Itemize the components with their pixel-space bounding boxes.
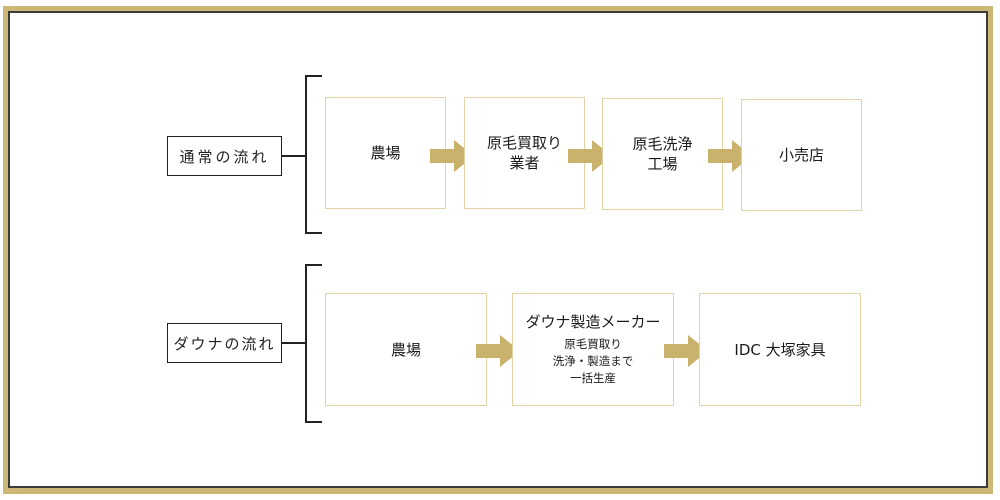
step-subtext-line2: 洗浄・製造まで (552, 354, 634, 368)
step-title: ダウナ製造メーカー (525, 313, 661, 331)
right-arrow-icon (430, 140, 474, 172)
step-text: IDC 大塚家具 (734, 340, 826, 359)
bracket-bottom (305, 421, 322, 423)
step-downa-manufacturer: ダウナ製造メーカー 原毛買取り 洗浄・製造まで 一括生産 (512, 293, 674, 406)
bracket-top (305, 264, 322, 266)
step-subtext-line1: 原毛買取り (564, 337, 622, 351)
downa-flow-label: ダウナの流れ (167, 323, 282, 363)
right-arrow-icon (476, 335, 520, 367)
right-arrow-icon (568, 140, 612, 172)
normal-flow-label-text: 通常の流れ (179, 147, 270, 166)
downa-flow-label-text: ダウナの流れ (173, 334, 276, 353)
step-text-line1: 原毛洗浄 (632, 135, 693, 153)
bracket-vertical (305, 264, 307, 423)
inner-frame (8, 11, 988, 488)
step-text: 農場 (390, 340, 421, 359)
connector-line (282, 155, 307, 157)
connector-line (282, 342, 307, 344)
step-text-line1: 原毛買取り (486, 134, 562, 152)
step-text-line2: 業者 (509, 154, 540, 172)
bracket-top (305, 75, 322, 77)
bracket-vertical (305, 75, 307, 234)
step-subtext: 原毛買取り 洗浄・製造まで 一括生産 (553, 336, 634, 387)
step-wool-washing-factory: 原毛洗浄 工場 (602, 98, 723, 210)
step-text-line2: 工場 (647, 155, 678, 173)
step-retailer: 小売店 (741, 99, 862, 211)
right-arrow-icon (664, 335, 708, 367)
bracket-bottom (305, 232, 322, 234)
step-text: 農場 (370, 144, 401, 162)
step-text: 小売店 (778, 146, 824, 164)
step-subtext-line3: 一括生産 (570, 371, 616, 385)
step-raw-wool-buyer: 原毛買取り 業者 (464, 97, 585, 209)
normal-flow-label: 通常の流れ (167, 136, 282, 176)
step-farm: 農場 (325, 97, 446, 209)
step-idc-otsuka: IDC 大塚家具 (699, 293, 861, 406)
step-farm: 農場 (325, 293, 487, 406)
